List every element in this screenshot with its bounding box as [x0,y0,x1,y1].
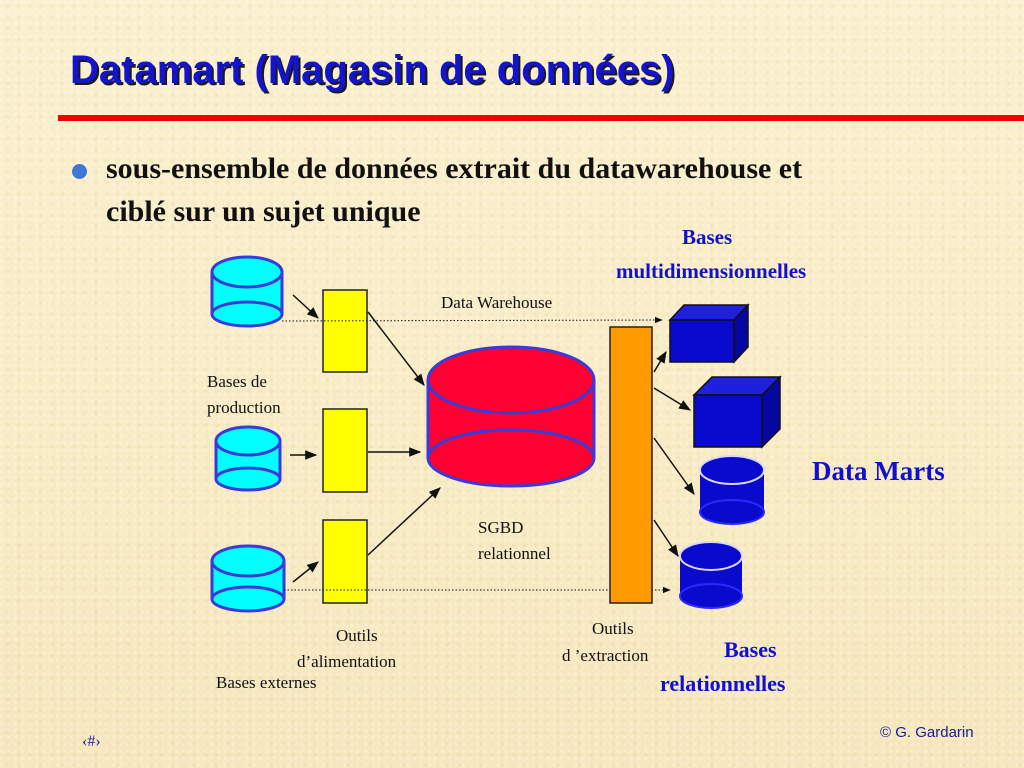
label-bases-relationnelles-1: Bases [724,637,777,662]
feed-tool-3-box [322,519,368,604]
feed-tool-2-box [322,408,368,493]
external-db-icon [210,544,286,613]
label-relationnel: relationnel [478,544,551,563]
label-outils-extract-2: d ’extraction [562,646,649,665]
data-warehouse-cylinder-icon [426,345,596,488]
copyright-notice: © G. Gardarin [880,724,974,741]
label-bases-production-1: Bases de [207,372,267,391]
label-bases-multidim-line1: Bases [682,225,733,249]
production-db-2-icon [214,425,282,492]
slide-title: Datamart (Magasin de données) [70,48,675,92]
arrow-ext-to-tool3 [292,561,319,583]
label-sgbd: SGBD [478,518,524,537]
arrow-extract-to-mart-db1 [653,437,695,495]
title-underline [58,115,1024,121]
label-bases-multidim: multidimensionnelles [616,259,807,283]
label-bases-production-2: production [207,398,281,417]
arrow-tool1-to-dw [367,311,425,386]
arrow-extract-to-cube1 [653,350,667,373]
label-outils-alim-2: d’alimentation [297,652,397,671]
arrow-tool3-to-dw [367,487,441,556]
multidim-cube-1-icon [668,303,750,364]
label-data-marts: Data Marts [812,456,945,486]
label-outils-alim-1: Outils [336,626,378,645]
multidim-cube-2-icon [692,375,782,449]
mart-db-1-icon [699,455,765,525]
arrow-extract-to-mart-db2 [653,519,679,557]
label-bases-externes: Bases externes [216,673,317,692]
dotted-line-top [281,316,663,324]
label-outils-extract-1: Outils [592,619,634,638]
arrow-extract-to-cube2 [653,387,692,411]
bullet-text: sous-ensemble de données extrait du data… [106,152,803,228]
production-db-1-icon [210,255,284,328]
arrow-db1-to-tool1 [292,294,319,319]
feed-tool-1-box [322,289,368,373]
page-number: ‹#› [82,733,101,750]
bullet-dot-icon [72,164,87,179]
label-bases-relationnelles-2: relationnelles [660,671,786,696]
extraction-tool-box [609,326,653,604]
label-data-warehouse: Data Warehouse [441,293,553,312]
mart-db-2-icon [679,541,743,609]
